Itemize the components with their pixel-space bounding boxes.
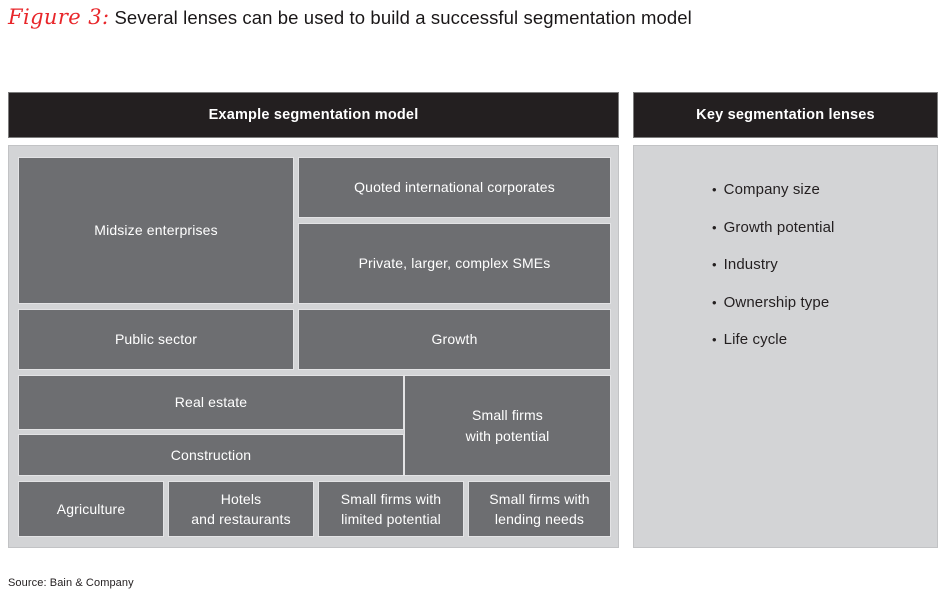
bullet-icon: •: [712, 219, 717, 235]
segment-box-private-larger-complex-smes[interactable]: Private, larger, complex SMEs: [298, 223, 611, 304]
bullet-icon: •: [712, 257, 717, 272]
segment-box-construction[interactable]: Construction: [18, 434, 404, 476]
segment-label: Public sector: [114, 331, 198, 348]
lens-item-label: Industry: [723, 256, 778, 273]
lens-item-life-cycle[interactable]: • Life cycle: [712, 331, 937, 369]
key-lenses-panel: • Company size • Growth potential • Indu…: [633, 145, 938, 548]
lens-item-growth-potential[interactable]: • Growth potential: [712, 219, 937, 257]
segment-label: Quoted international corporates: [354, 179, 555, 196]
figure-title-text: Several lenses can be used to build a su…: [114, 7, 692, 28]
segment-box-growth[interactable]: Growth: [298, 309, 611, 370]
segment-box-hotels-and-restaurants[interactable]: Hotels and restaurants: [168, 481, 314, 537]
lens-item-company-size[interactable]: • Company size: [712, 181, 937, 219]
right-panel-header: Key segmentation lenses: [633, 92, 938, 138]
segment-label: Midsize enterprises: [94, 222, 218, 239]
lens-item-label: Growth potential: [723, 218, 835, 236]
lens-item-ownership-type[interactable]: • Ownership type: [712, 294, 937, 332]
segment-box-small-firms-limited-potential[interactable]: Small firms with limited potential: [318, 481, 464, 537]
segment-label: Construction: [170, 446, 252, 463]
segment-box-quoted-international-corporates[interactable]: Quoted international corporates: [298, 157, 611, 218]
segmentation-model-matrix: Midsize enterprises Quoted international…: [8, 145, 619, 548]
segment-label: Agriculture: [56, 500, 126, 517]
segment-label: Real estate: [174, 394, 248, 411]
segment-box-public-sector[interactable]: Public sector: [18, 309, 294, 370]
lens-item-label: Life cycle: [723, 331, 788, 348]
segment-label: Hotels and restaurants: [191, 490, 291, 527]
left-panel-header: Example segmentation model: [8, 92, 619, 138]
segment-box-real-estate[interactable]: Real estate: [18, 375, 404, 430]
lens-item-label: Ownership type: [723, 293, 830, 311]
segment-label: Growth: [431, 331, 478, 348]
lens-item-label: Company size: [723, 181, 820, 198]
segment-label: Private, larger, complex SMEs: [358, 255, 551, 272]
bullet-icon: •: [712, 332, 717, 347]
segment-label: Small firms with lending needs: [489, 490, 590, 527]
bullet-icon: •: [712, 182, 717, 197]
segment-box-agriculture[interactable]: Agriculture: [18, 481, 164, 537]
lens-list: • Company size • Growth potential • Indu…: [712, 181, 937, 369]
figure-label: Figure 3:: [8, 5, 110, 29]
segment-box-small-firms-with-potential[interactable]: Small firms with potential: [404, 375, 611, 476]
segment-box-small-firms-lending-needs[interactable]: Small firms with lending needs: [468, 481, 611, 537]
segment-label: Small firms with potential: [465, 407, 550, 444]
lens-item-industry[interactable]: • Industry: [712, 256, 937, 294]
segment-label: Small firms with limited potential: [340, 490, 442, 527]
page-title: Figure 3:Several lenses can be used to b…: [8, 3, 938, 33]
source-note: Source: Bain & Company: [8, 577, 134, 589]
segment-box-midsize-enterprises[interactable]: Midsize enterprises: [18, 157, 294, 304]
bullet-icon: •: [712, 294, 717, 310]
